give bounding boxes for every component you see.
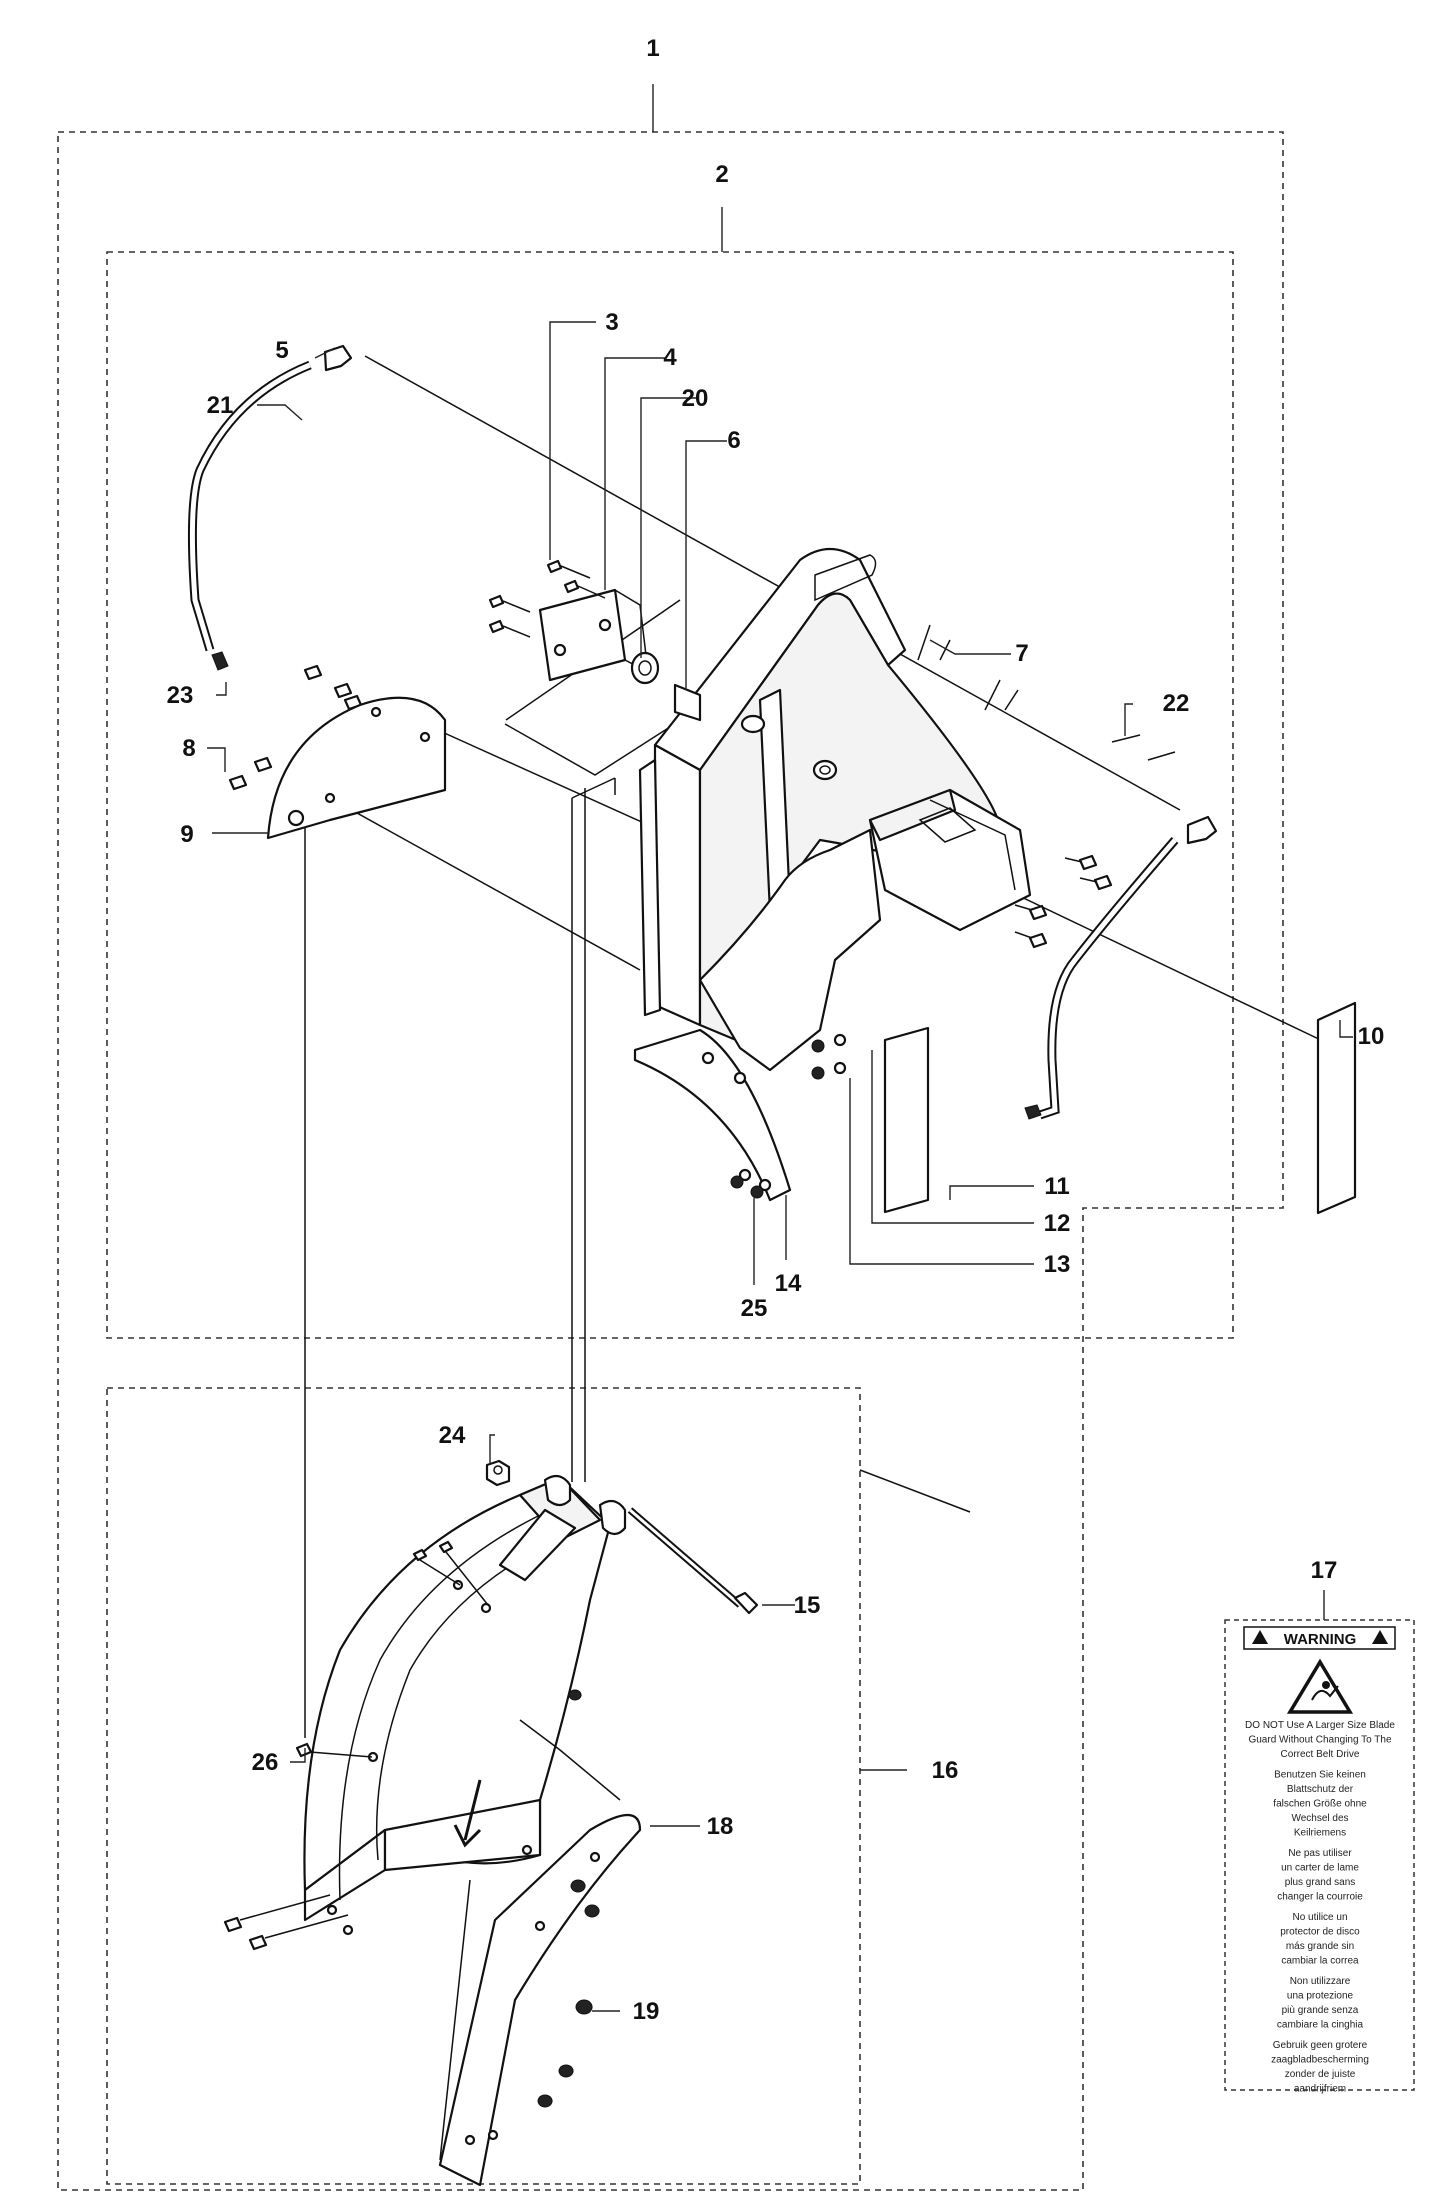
hazard-triangle-icon	[1286, 1658, 1354, 1714]
warning-text-line: DO NOT Use A Larger Size Blade	[1245, 1720, 1395, 1731]
blade-guard-main	[633, 548, 1002, 1202]
callout-12: 12	[1044, 1210, 1071, 1237]
callout-23: 23	[167, 682, 194, 709]
warning-label: WARNING DO NOT Use A Larger Size BladeGu…	[1224, 1619, 1415, 2095]
callout-1: 1	[646, 35, 659, 62]
callout-20: 20	[682, 385, 709, 412]
callout-15: 15	[794, 1592, 821, 1619]
callout-14: 14	[775, 1270, 802, 1297]
callout-25: 25	[741, 1295, 768, 1322]
warning-text-line: Non utilizzare	[1290, 1976, 1351, 1987]
assembly-2-frame	[106, 251, 1234, 1339]
bolts-top	[228, 559, 1176, 1199]
warning-text-line: No utilice un	[1292, 1912, 1347, 1923]
assembly-lines	[304, 355, 1326, 1738]
water-pipe-right	[1024, 815, 1218, 1120]
label-sticker	[1316, 1001, 1357, 1215]
warning-text-line: zonder de juiste	[1285, 2069, 1356, 2080]
warning-text-line: aandrijfriem	[1294, 2084, 1346, 2095]
callout-18: 18	[707, 1813, 734, 1840]
side-plate	[266, 696, 447, 840]
warning-text-line: un carter de lame	[1281, 1863, 1359, 1874]
pivot-bolt	[627, 1507, 759, 1615]
callout-16: 16	[932, 1757, 959, 1784]
hinge-bracket-left	[538, 588, 702, 722]
callout-22: 22	[1163, 690, 1190, 717]
callout-4: 4	[663, 344, 677, 371]
assembly-16-frame	[106, 1387, 861, 2185]
warning-text-line: Blattschutz der	[1287, 1784, 1354, 1795]
warning-text-line: Guard Without Changing To The	[1248, 1735, 1391, 1746]
warning-text-line: Ne pas utiliser	[1288, 1848, 1352, 1859]
warning-text-line: Keilriemens	[1294, 1828, 1346, 1839]
warning-text-line: Wechsel des	[1291, 1813, 1348, 1824]
warning-text-line: zaagbladbescherming	[1271, 2055, 1369, 2066]
callout-10: 10	[1358, 1023, 1385, 1050]
warning-text-line: una protezione	[1287, 1991, 1354, 2002]
warning-text-line: protector de disco	[1280, 1927, 1360, 1938]
warning-text-line: cambiar la correa	[1281, 1956, 1359, 1967]
warning-text-line: falschen Größe ohne	[1273, 1799, 1367, 1810]
warning-text-line: Benutzen Sie keinen	[1274, 1770, 1366, 1781]
warning-text-line: cambiare la cinghia	[1277, 2020, 1364, 2031]
callouts: 1 2 3 4 20 6 5 21 23 8 9 7 22 10 11 12 1…	[167, 35, 1385, 2025]
spacer-plate	[883, 1026, 930, 1214]
callout-21: 21	[207, 392, 234, 419]
callout-13: 13	[1044, 1251, 1071, 1278]
callout-leaders	[207, 84, 1353, 2012]
callout-7: 7	[1015, 640, 1028, 667]
warning-text-line: più grande senza	[1282, 2005, 1359, 2016]
callout-3: 3	[605, 309, 618, 336]
callout-8: 8	[182, 735, 195, 762]
callout-9: 9	[180, 821, 193, 848]
callout-11: 11	[1044, 1173, 1069, 1200]
support-bracket-right	[868, 788, 1032, 932]
warning-header: WARNING	[1284, 1631, 1357, 1648]
water-pipe-left	[187, 344, 353, 671]
warning-text-line: Correct Belt Drive	[1281, 1749, 1360, 1760]
callout-24: 24	[439, 1422, 466, 1449]
assembly-1-frame	[57, 131, 1284, 2191]
callout-2: 2	[715, 161, 728, 188]
warning-text-line: changer la courroie	[1277, 1892, 1363, 1903]
callout-17: 17	[1311, 1557, 1338, 1584]
warning-text-line: Gebruik geen grotere	[1273, 2040, 1368, 2051]
deflector-lower	[438, 1719, 642, 2187]
callout-5: 5	[275, 337, 288, 364]
callout-6: 6	[727, 427, 740, 454]
pivot-nut	[485, 1459, 511, 1487]
callout-26: 26	[252, 1749, 279, 1776]
lower-screws	[223, 1540, 593, 2015]
callout-19: 19	[633, 1998, 660, 2025]
warning-text-line: más grande sin	[1286, 1941, 1354, 1952]
blade-guard-front	[303, 1474, 627, 1936]
warning-text-line: plus grand sans	[1285, 1877, 1356, 1888]
